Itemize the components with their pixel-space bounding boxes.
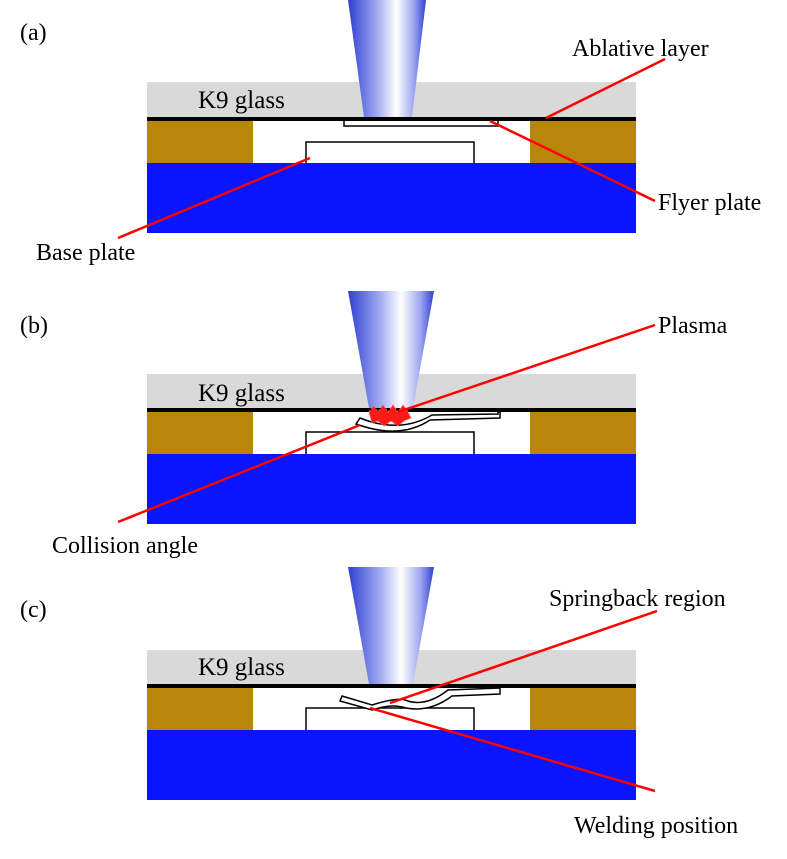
base-block-b <box>147 454 636 524</box>
glass-label-a: K9 glass <box>198 87 285 114</box>
spacer-left-c <box>147 688 253 731</box>
panel-label-c: (c) <box>20 597 47 623</box>
leader-springback-region <box>389 609 658 705</box>
leader-flyer-plate <box>489 119 656 203</box>
callout-base-plate: Base plate <box>36 240 135 266</box>
glass-label-b: K9 glass <box>198 380 285 407</box>
leader-base-plate <box>117 156 311 240</box>
ablative-layer-a <box>147 117 636 121</box>
spacer-right-c <box>530 688 636 731</box>
callout-collision-angle: Collision angle <box>52 533 198 559</box>
laser-beam-a <box>348 0 426 117</box>
leader-ablative-layer <box>545 57 666 120</box>
welded-flyer-plate-c <box>338 687 501 711</box>
flyer-plate-a <box>343 121 499 127</box>
base-plate-a <box>305 141 475 163</box>
spacer-right-b <box>530 412 636 455</box>
panel-b: (b) K9 glass Plasma Collision angle <box>20 291 728 559</box>
panel-label-b: (b) <box>20 313 48 339</box>
laser-beam-c <box>348 567 434 684</box>
panel-label-a: (a) <box>20 20 47 46</box>
base-plate-c <box>305 707 475 730</box>
panel-a: (a) K9 glass Ablative layer Flyer plate … <box>20 0 761 266</box>
spacer-left-a <box>147 121 253 164</box>
spacer-right-a <box>530 121 636 164</box>
leader-collision-angle <box>117 423 361 524</box>
callout-welding-position: Welding position <box>574 813 738 839</box>
base-block-c <box>147 730 636 800</box>
callout-flyer-plate: Flyer plate <box>658 190 761 216</box>
callout-plasma: Plasma <box>658 313 728 339</box>
panel-c: (c) K9 glass Springback region Welding p… <box>20 567 738 839</box>
glass-label-c: K9 glass <box>198 654 285 681</box>
leader-welding-position <box>369 706 656 793</box>
callout-ablative-layer: Ablative layer <box>572 36 709 62</box>
spacer-left-b <box>147 412 253 455</box>
laser-beam-b <box>348 291 434 408</box>
base-block-a <box>147 163 636 233</box>
leader-plasma <box>397 323 656 414</box>
base-plate-b <box>305 431 475 454</box>
ablative-layer-c <box>147 684 636 688</box>
callout-springback-region: Springback region <box>549 586 726 612</box>
